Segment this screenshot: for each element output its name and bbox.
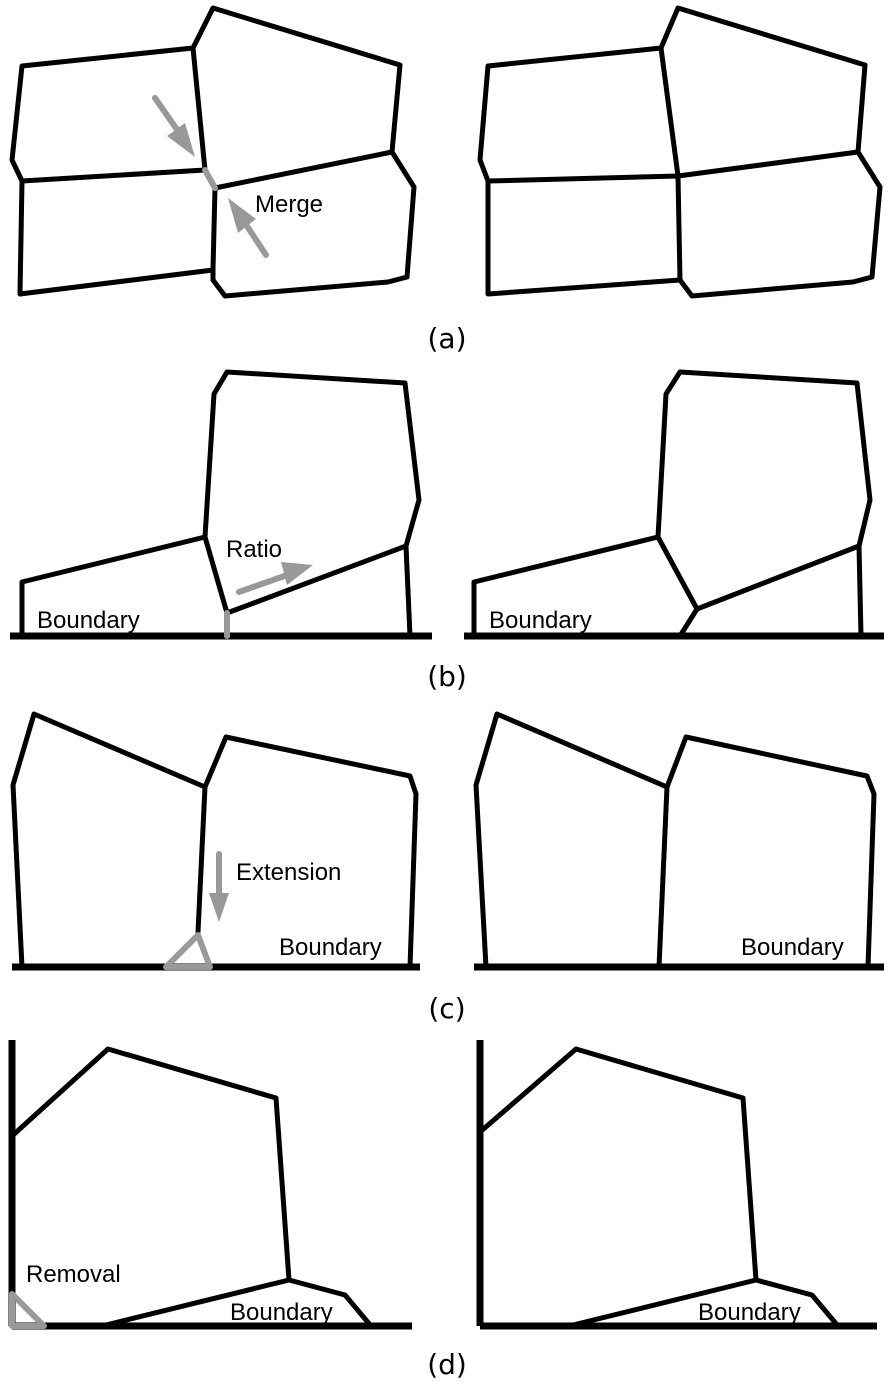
cell-edge	[675, 149, 861, 179]
cell-edge	[195, 784, 208, 935]
panel-b-before: Ratio Boundary	[10, 369, 432, 640]
panel-d-after: Boundary	[476, 1040, 877, 1330]
cell-edge	[212, 149, 395, 191]
cell-outline	[19, 369, 422, 639]
merge-arrow-head	[228, 198, 256, 233]
cell-outline	[485, 178, 683, 297]
panel-d: Removal Boundary Boundary (d)	[8, 1040, 877, 1381]
panel-a: Merge (a)	[9, 5, 883, 355]
panel-a-after	[477, 5, 883, 299]
cell-outline	[473, 711, 877, 970]
label-merge: Merge	[255, 191, 323, 218]
label-boundary: Boundary	[37, 607, 140, 634]
cell-outline	[9, 45, 208, 184]
cell-outline	[658, 5, 883, 299]
label-ratio: Ratio	[226, 536, 282, 563]
label-boundary: Boundary	[489, 607, 592, 634]
label-boundary: Boundary	[279, 934, 382, 961]
panel-b: Ratio Boundary Boundary (b)	[10, 369, 884, 693]
cell-outline	[190, 5, 417, 299]
panel-b-after: Boundary	[464, 369, 884, 640]
cell-outline	[477, 45, 681, 184]
merge-arrow-shaft	[244, 223, 269, 258]
merge-arrow-shaft	[152, 95, 181, 134]
extension-arrow-head	[209, 893, 229, 922]
cell-outline	[17, 178, 216, 297]
ratio-arrow-shaft	[236, 571, 293, 595]
cell-outline	[477, 1046, 841, 1329]
merge-arrow-head	[167, 123, 195, 157]
extension-triangle	[163, 932, 213, 970]
cell-outline	[10, 711, 419, 970]
panel-c-before: Extension Boundary	[10, 711, 420, 971]
panel-d-before: Removal Boundary	[8, 1040, 412, 1330]
label-boundary: Boundary	[230, 1299, 333, 1326]
panel-a-before: Merge	[9, 5, 417, 299]
caption-b: (b)	[427, 660, 467, 693]
removal-triangle	[9, 1291, 47, 1329]
panel-c: Extension Boundary Boundary (c)	[10, 711, 884, 1025]
cell-outline	[9, 1046, 374, 1329]
merge-edge	[202, 167, 218, 191]
cell-edge	[656, 784, 670, 970]
cell-edge	[655, 534, 862, 612]
panel-c-after: Boundary	[473, 711, 884, 971]
label-boundary: Boundary	[698, 1299, 801, 1326]
cell-outline	[471, 369, 873, 639]
cell-edge	[99, 1277, 292, 1329]
caption-c: (c)	[428, 992, 465, 1025]
label-removal: Removal	[26, 1261, 121, 1288]
ratio-arrow-head	[281, 562, 313, 585]
caption-a: (a)	[427, 322, 466, 355]
cell-edge	[566, 1277, 759, 1329]
label-extension: Extension	[236, 859, 341, 886]
cell-edge	[677, 606, 700, 639]
caption-d: (d)	[427, 1348, 467, 1381]
label-boundary: Boundary	[741, 934, 844, 961]
